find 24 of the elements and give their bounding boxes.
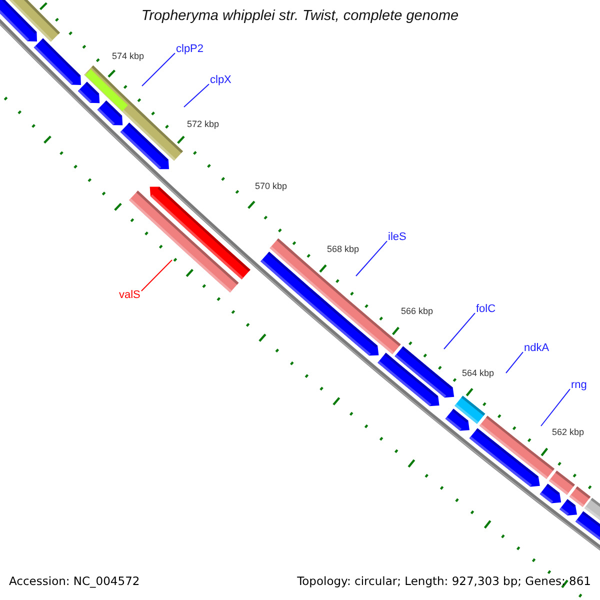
leader-line [140, 260, 172, 292]
gene-label: folC [476, 303, 496, 316]
gene-label: clpX [210, 74, 232, 86]
tick-label: 568 kbp [327, 245, 360, 255]
leader-line [142, 52, 176, 86]
gene-label: clpP2 [176, 43, 204, 56]
gene-label: ileS [388, 231, 406, 244]
tick-label: 562 kbp [552, 428, 584, 438]
leader-line [184, 84, 210, 108]
tick-label: 566 kbp [401, 307, 434, 317]
gene-label: rng [571, 379, 587, 392]
tick-label: 574 kbp [112, 52, 144, 62]
tick-label: 564 kbp [462, 369, 494, 379]
tick-label: 572 kbp [187, 120, 220, 130]
gene-label: ndkA [524, 342, 550, 354]
gene-label: valS [119, 289, 140, 302]
leader-line [356, 240, 388, 276]
leader-line [444, 312, 476, 350]
tick-label: 570 kbp [255, 182, 288, 192]
leader-line [506, 352, 524, 374]
genome-info-text: Topology: circular; Length: 927,303 bp; Genes: 861 [297, 575, 591, 588]
diagram-title: Tropheryma whipplei str. Twist, complete genome [140, 9, 460, 25]
leader-line [540, 388, 570, 426]
accession-text: Accession: NC_004572 [9, 575, 140, 588]
